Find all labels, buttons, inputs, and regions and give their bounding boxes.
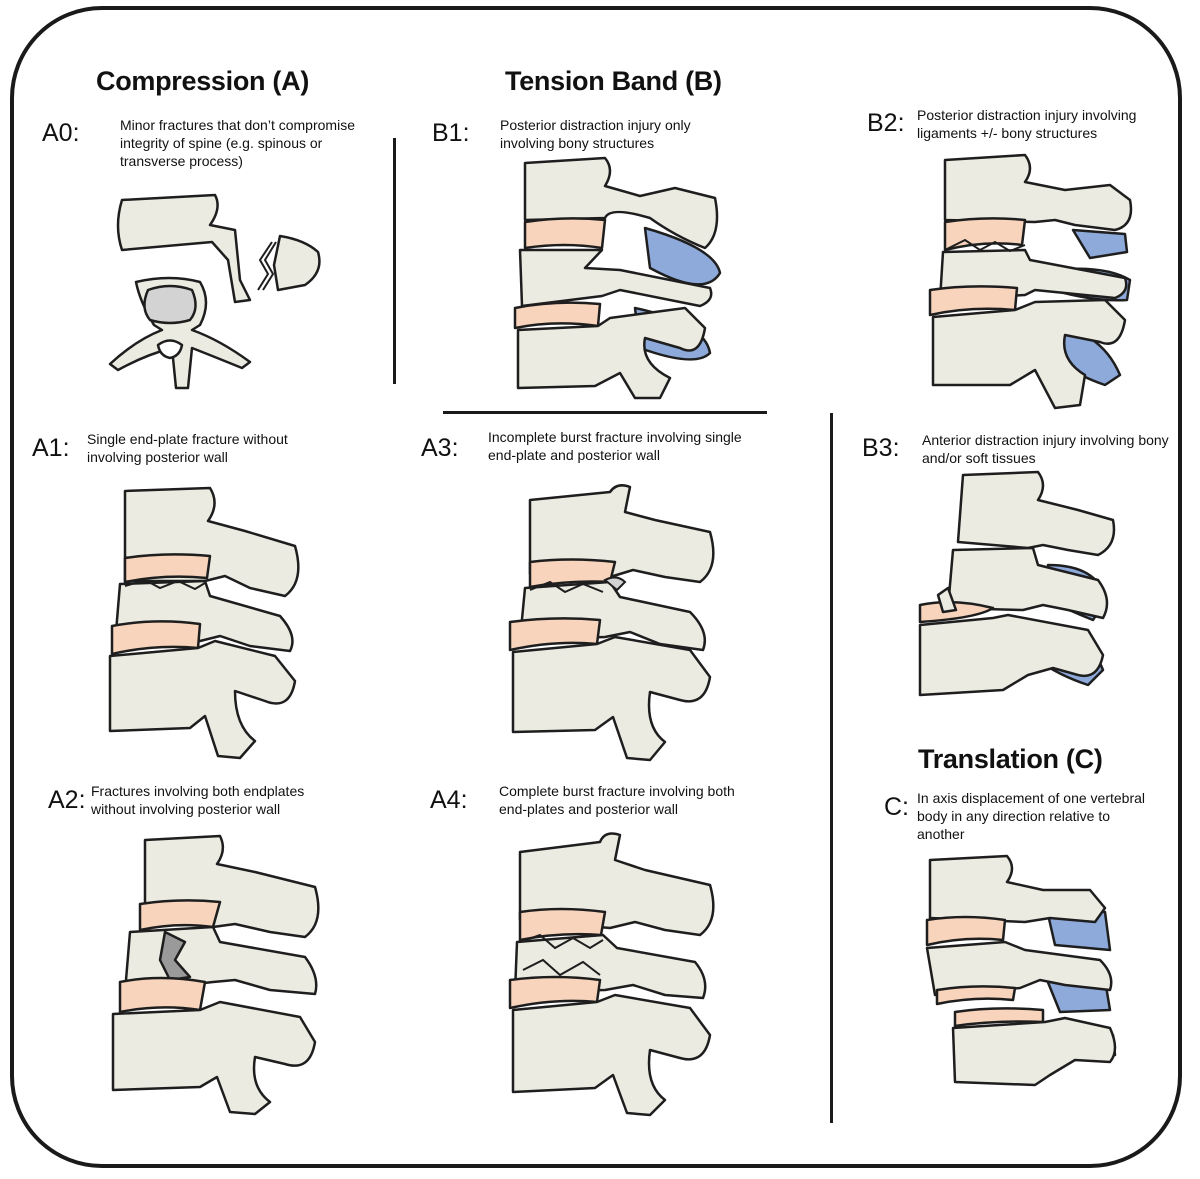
a1-illustration	[108, 486, 300, 760]
b1-description: Posterior distraction injury only involv…	[500, 117, 691, 151]
a3-description: Incomplete burst fracture involving sing…	[488, 429, 742, 463]
a4-description: Complete burst fracture involving both e…	[499, 783, 735, 817]
a2-illustration	[111, 834, 320, 1116]
a4-code: A4:	[430, 786, 468, 814]
a3-code: A3:	[421, 434, 459, 462]
b1-code: B1:	[432, 119, 470, 147]
a1-code: A1:	[32, 434, 70, 462]
a3-illustration	[508, 484, 715, 762]
b3-description: Anterior distraction injury involving bo…	[922, 432, 1169, 466]
compression-heading: Compression (A)	[96, 66, 310, 96]
a2-code: A2:	[48, 786, 86, 814]
divider-horizontal-b1	[443, 411, 767, 414]
tension-band-heading: Tension Band (B)	[505, 66, 722, 96]
divider-vertical-a0-b1	[393, 138, 396, 384]
translation-heading: Translation (C)	[918, 744, 1103, 774]
a0-description: Minor fractures that don’t compromise in…	[120, 117, 355, 169]
b2-description: Posterior distraction injury involving l…	[917, 107, 1137, 141]
divider-vertical-b3-c	[830, 413, 833, 1123]
a2-description: Fractures involving both endplates witho…	[91, 783, 305, 817]
c-description: In axis displacement of one vertebral bo…	[917, 790, 1146, 842]
c-illustration	[925, 854, 1117, 1087]
a0-code: A0:	[42, 119, 80, 147]
b2-code: B2:	[867, 109, 905, 137]
b3-code: B3:	[862, 434, 900, 462]
a0-illustration	[108, 193, 321, 390]
c-code: C:	[884, 793, 909, 821]
b1-illustration	[513, 156, 722, 400]
a1-description: Single end-plate fracture without involv…	[87, 431, 288, 465]
rounded-border-frame	[10, 6, 1182, 1168]
b2-illustration	[928, 153, 1133, 410]
a4-illustration	[508, 832, 715, 1117]
b3-illustration	[918, 470, 1116, 697]
